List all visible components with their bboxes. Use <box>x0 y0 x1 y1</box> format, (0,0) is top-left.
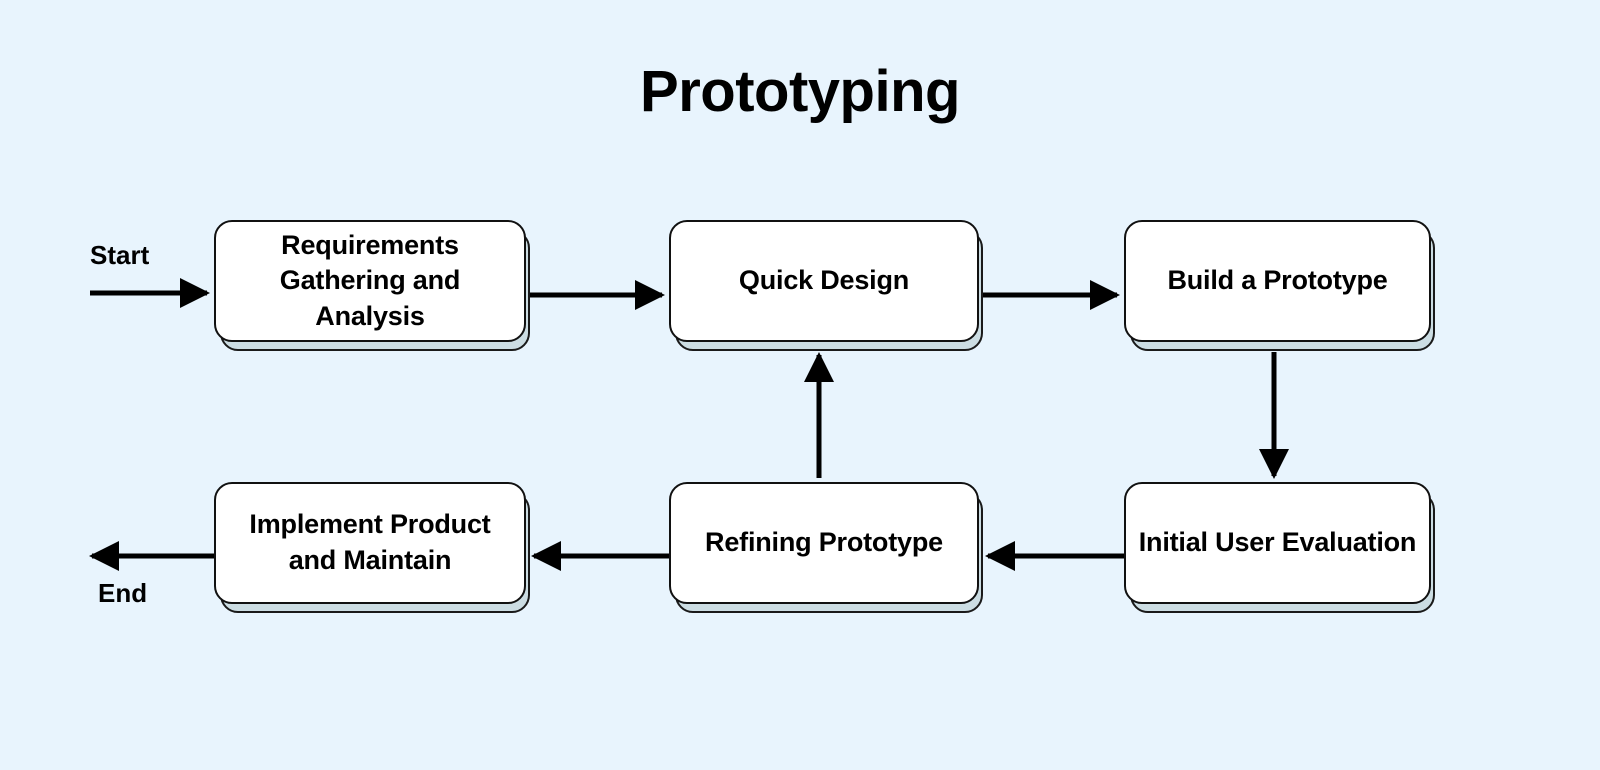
node-card: Initial User Evaluation <box>1124 482 1431 604</box>
start-label: Start <box>90 240 150 270</box>
node-initial-user-evaluation[interactable]: Initial User Evaluation <box>1124 482 1435 613</box>
page-title: Prototyping <box>640 59 960 124</box>
node-card: Implement Product and Maintain <box>214 482 526 604</box>
node-card: Quick Design <box>669 220 979 342</box>
node-build-a-prototype[interactable]: Build a Prototype <box>1124 220 1435 351</box>
node-card: Build a Prototype <box>1124 220 1431 342</box>
node-implement-product-and-maintain[interactable]: Implement Product and Maintain <box>214 482 530 613</box>
node-refining-prototype[interactable]: Refining Prototype <box>669 482 983 613</box>
node-card: Refining Prototype <box>669 482 979 604</box>
node-label: Quick Design <box>738 265 910 296</box>
node-label: Initial User Evaluation <box>1138 527 1417 558</box>
node-label: Build a Prototype <box>1167 265 1388 296</box>
node-label: Implement Product and Maintain <box>249 509 491 575</box>
end-label: End <box>98 578 148 608</box>
node-quick-design[interactable]: Quick Design <box>669 220 983 351</box>
node-requirements-gathering-and-analysis[interactable]: Requirements Gathering and Analysis <box>214 220 530 351</box>
node-card: Requirements Gathering and Analysis <box>214 220 526 342</box>
node-label: Requirements Gathering and Analysis <box>279 229 461 331</box>
node-label: Refining Prototype <box>705 527 943 558</box>
